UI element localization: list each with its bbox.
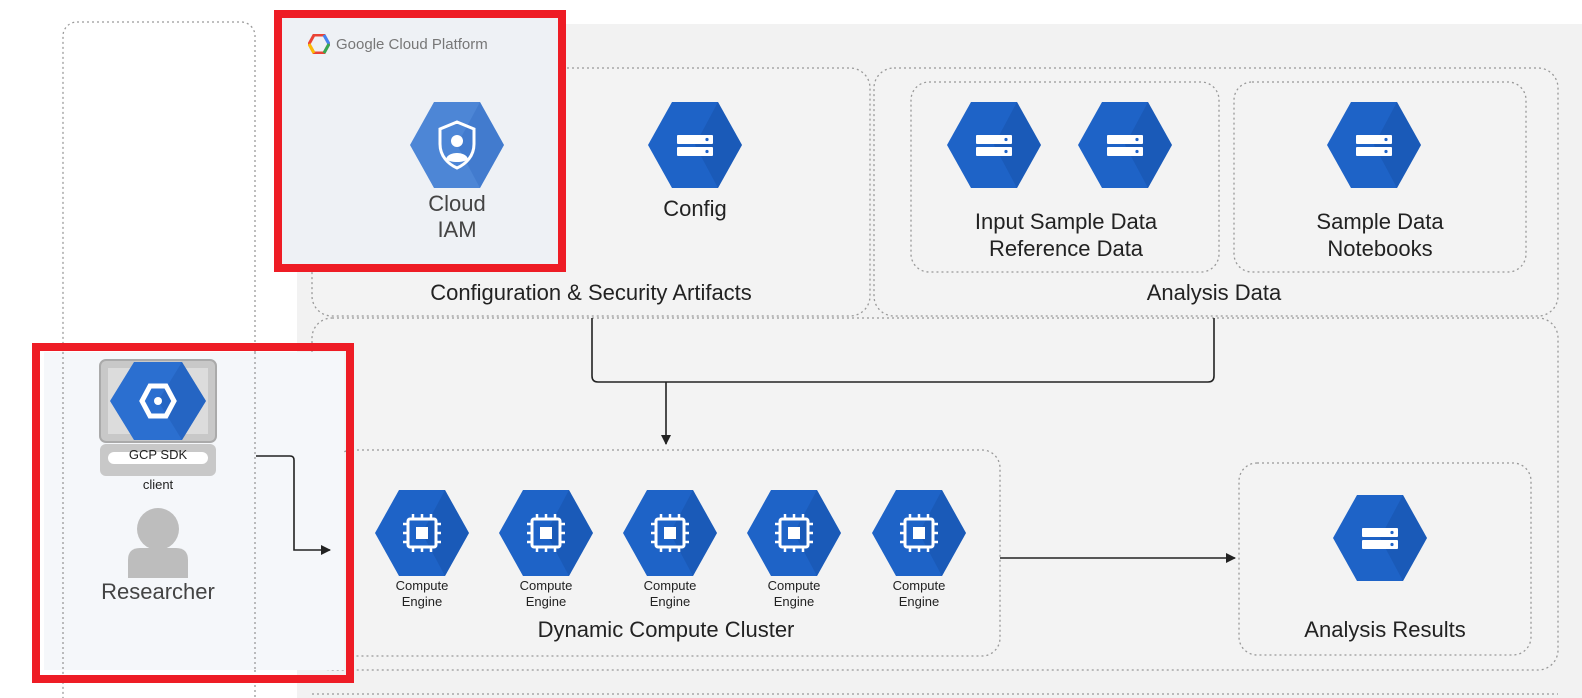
user-icon [128,508,188,578]
client-label: client [142,477,174,492]
analysis-results-label: Analysis Results [1304,617,1466,642]
compute-engine-icon [872,490,966,576]
compute-engine-icon [747,490,841,576]
cloud-iam-label-line2: IAM [437,217,477,242]
cloud-storage-icon [947,102,1041,188]
connector-config-to-cluster [591,318,1215,383]
highlight-box-client [32,343,354,683]
cloud-storage-icon [648,102,742,188]
compute-engine-label-line2: Engine [773,594,815,609]
compute-engine-label-line2: Engine [898,594,940,609]
cloud-storage-icon [1078,102,1172,188]
cloud-iam-label-line1: Cloud [428,191,486,216]
cloud-storage-icon [1333,495,1427,581]
compute-engine-label-line1: Compute [892,578,946,593]
config-label: Config [663,196,727,221]
input-data-label-line1: Input Sample Data [974,209,1158,234]
cloud-storage-icon [1327,102,1421,188]
gcp-sdk-label: GCP SDK [128,447,188,462]
google-cloud-logo [308,34,330,54]
gcp-logo: Google Cloud Platform [308,34,488,54]
gcp-sdk-icon [99,359,217,476]
compute-engine-label-line1: Compute [519,578,573,593]
compute-engine-label-line2: Engine [525,594,567,609]
analysis-data-group-label: Analysis Data [1146,280,1282,305]
config-security-group-label: Configuration & Security Artifacts [430,280,752,305]
cloud-iam-icon [410,102,504,188]
compute-engine-label-line2: Engine [401,594,443,609]
sample-data-label-line2: Notebooks [1327,236,1433,261]
compute-engine-label-line1: Compute [395,578,449,593]
sample-data-label-line1: Sample Data [1316,209,1444,234]
compute-engine-icon [375,490,469,576]
compute-engine-icon [499,490,593,576]
input-data-label-line2: Reference Data [988,236,1144,261]
compute-engine-label-line1: Compute [767,578,821,593]
compute-engine-icon [623,490,717,576]
compute-engine-label-line2: Engine [649,594,691,609]
arrow-client-to-cluster [256,455,331,555]
compute-engine-label-line1: Compute [643,578,697,593]
compute-cluster-label: Dynamic Compute Cluster [537,617,795,642]
gcp-logo-text: Google Cloud Platform [336,35,488,53]
highlight-box-iam [274,10,566,272]
researcher-label: Researcher [101,579,215,604]
